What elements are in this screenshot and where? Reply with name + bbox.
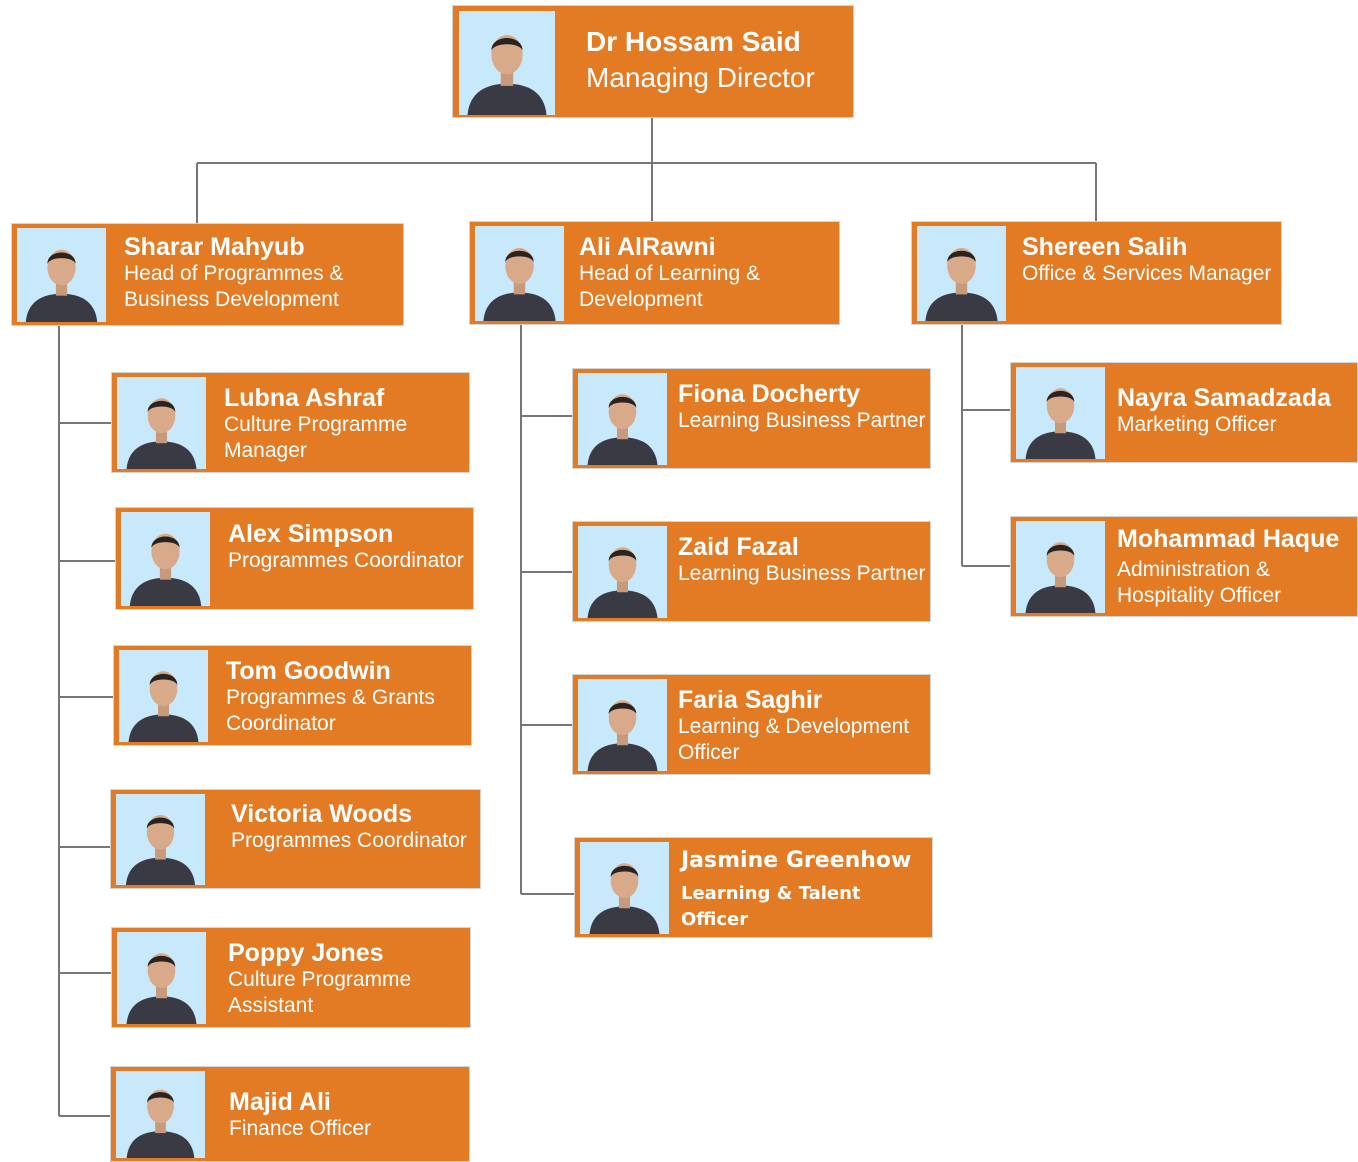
person-photo-icon bbox=[116, 794, 205, 885]
person-photo-icon bbox=[117, 932, 206, 1024]
person-name: Poppy Jones bbox=[228, 939, 384, 967]
person-silhouette bbox=[587, 700, 658, 771]
org-card-report: Tom Goodwin Programmes & Grants Coordina… bbox=[113, 645, 472, 746]
person-role: Administration & Hospitality Officer bbox=[1117, 558, 1282, 607]
org-card-report: Nayra Samadzada Marketing Officer bbox=[1010, 362, 1358, 463]
person-role: Programmes & Grants Coordinator bbox=[226, 686, 435, 735]
person-photo-icon bbox=[1016, 367, 1105, 459]
org-card-report: Zaid Fazal Learning Business Partner bbox=[572, 521, 931, 622]
person-name: Victoria Woods bbox=[231, 800, 413, 828]
org-card-report: Victoria Woods Programmes Coordinator bbox=[110, 789, 481, 889]
person-name: Majid Ali bbox=[229, 1088, 331, 1116]
person-role: Managing Director bbox=[586, 62, 815, 93]
person-name: Shereen Salih bbox=[1022, 233, 1188, 261]
person-silhouette bbox=[925, 247, 998, 321]
person-role: Learning & Development Officer bbox=[678, 715, 910, 764]
person-name: Jasmine Greenhow bbox=[681, 848, 912, 873]
card-info: Majid Ali Finance Officer bbox=[229, 1067, 467, 1161]
person-role: Head of Learning & Development bbox=[579, 262, 760, 311]
person-silhouette bbox=[589, 863, 660, 934]
person-silhouette bbox=[126, 398, 197, 469]
person-silhouette bbox=[125, 814, 196, 885]
person-silhouette bbox=[1025, 542, 1096, 613]
person-name: Alex Simpson bbox=[228, 520, 394, 548]
person-name: Zaid Fazal bbox=[678, 533, 799, 561]
card-info: Mohammad Haque Administration & Hospital… bbox=[1117, 517, 1357, 616]
person-silhouette bbox=[128, 671, 199, 742]
org-card-report: Alex Simpson Programmes Coordinator bbox=[115, 507, 474, 610]
person-silhouette bbox=[467, 34, 547, 115]
card-info: Alex Simpson Programmes Coordinator bbox=[228, 508, 471, 609]
card-info: Nayra Samadzada Marketing Officer bbox=[1117, 363, 1357, 462]
person-photo-icon bbox=[121, 512, 210, 606]
person-photo-icon bbox=[17, 228, 106, 322]
org-card-report: Jasmine Greenhow Learning & Talent Offic… bbox=[574, 837, 933, 938]
person-photo-icon bbox=[117, 377, 206, 469]
person-name: Sharar Mahyub bbox=[124, 233, 305, 261]
person-photo-icon bbox=[475, 226, 564, 321]
person-silhouette bbox=[483, 247, 556, 321]
person-name: Faria Saghir bbox=[678, 686, 823, 714]
card-info: Sharar Mahyub Head of Programmes & Busin… bbox=[124, 224, 401, 325]
person-photo-icon bbox=[580, 842, 669, 934]
person-silhouette bbox=[126, 953, 197, 1024]
card-info: Ali AlRawni Head of Learning & Developme… bbox=[579, 222, 837, 324]
person-photo-icon bbox=[578, 679, 667, 771]
org-card-head-3: Shereen Salih Office & Services Manager bbox=[911, 221, 1282, 325]
person-role: Learning Business Partner bbox=[678, 562, 926, 585]
person-role: Culture Programme Assistant bbox=[228, 968, 412, 1017]
org-card-head-2: Ali AlRawni Head of Learning & Developme… bbox=[469, 221, 840, 325]
person-photo-icon bbox=[578, 373, 667, 465]
card-info: Victoria Woods Programmes Coordinator bbox=[231, 790, 478, 888]
person-silhouette bbox=[25, 249, 98, 322]
person-photo-icon bbox=[578, 526, 667, 618]
person-role: Learning Business Partner bbox=[678, 409, 926, 432]
person-name: Fiona Docherty bbox=[678, 380, 860, 408]
card-info: Dr Hossam Said Managing Director bbox=[586, 6, 851, 117]
person-photo-icon bbox=[116, 1071, 205, 1158]
person-silhouette bbox=[126, 1089, 195, 1158]
person-role: Finance Officer bbox=[229, 1117, 372, 1140]
org-card-report: Lubna Ashraf Culture Programme Manager bbox=[111, 372, 470, 473]
card-info: Lubna Ashraf Culture Programme Manager bbox=[224, 373, 467, 472]
person-name: Ali AlRawni bbox=[579, 233, 716, 261]
person-role: Head of Programmes & Business Developmen… bbox=[124, 262, 344, 311]
person-name: Dr Hossam Said bbox=[586, 26, 801, 57]
person-photo-icon bbox=[1016, 521, 1105, 613]
org-card-report: Faria Saghir Learning & Development Offi… bbox=[572, 674, 931, 775]
card-info: Jasmine Greenhow Learning & Talent Offic… bbox=[681, 838, 930, 937]
person-photo-icon bbox=[459, 11, 555, 115]
org-card-report: Poppy Jones Culture Programme Assistant bbox=[111, 927, 471, 1028]
person-photo-icon bbox=[917, 226, 1006, 321]
org-card-director: Dr Hossam Said Managing Director bbox=[452, 5, 854, 118]
card-info: Faria Saghir Learning & Development Offi… bbox=[678, 675, 928, 774]
card-info: Zaid Fazal Learning Business Partner bbox=[678, 522, 928, 621]
org-card-report: Majid Ali Finance Officer bbox=[110, 1066, 470, 1162]
card-info: Tom Goodwin Programmes & Grants Coordina… bbox=[226, 646, 469, 745]
person-role: Marketing Officer bbox=[1117, 413, 1277, 436]
person-role: Learning & Talent Officer bbox=[681, 883, 861, 930]
person-role: Culture Programme Manager bbox=[224, 413, 408, 462]
person-role: Programmes Coordinator bbox=[231, 829, 467, 852]
person-name: Mohammad Haque bbox=[1117, 525, 1340, 553]
org-card-report: Mohammad Haque Administration & Hospital… bbox=[1010, 516, 1358, 617]
card-info: Poppy Jones Culture Programme Assistant bbox=[228, 928, 468, 1027]
org-card-head-1: Sharar Mahyub Head of Programmes & Busin… bbox=[11, 223, 404, 326]
person-name: Tom Goodwin bbox=[226, 657, 391, 685]
person-silhouette bbox=[587, 394, 658, 465]
person-silhouette bbox=[129, 533, 202, 606]
org-card-report: Fiona Docherty Learning Business Partner bbox=[572, 368, 931, 469]
card-info: Shereen Salih Office & Services Manager bbox=[1022, 222, 1279, 324]
person-role: Programmes Coordinator bbox=[228, 549, 464, 572]
person-photo-icon bbox=[119, 650, 208, 742]
person-name: Nayra Samadzada bbox=[1117, 384, 1332, 412]
person-role: Office & Services Manager bbox=[1022, 262, 1272, 285]
card-info: Fiona Docherty Learning Business Partner bbox=[678, 369, 928, 468]
person-name: Lubna Ashraf bbox=[224, 384, 385, 412]
person-silhouette bbox=[587, 547, 658, 618]
person-silhouette bbox=[1025, 388, 1096, 459]
